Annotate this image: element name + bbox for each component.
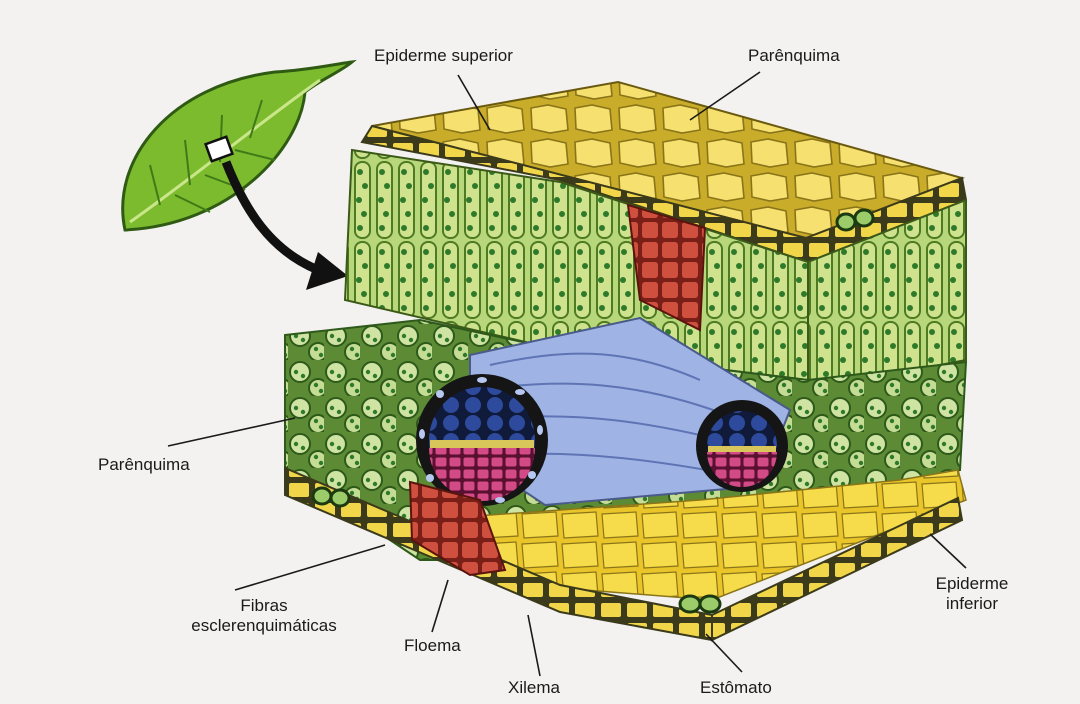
label-parenquima-top: Parênquima [748,46,840,66]
label-parenquima-left: Parênquima [98,455,190,475]
leaf-icon [123,62,352,230]
vascular-bundle-large [416,374,548,506]
label-xilema: Xilema [508,678,560,698]
label-epiderme-inferior-line2: inferior [924,594,1020,614]
label-fibras-esclerenquimaticas: Fibras esclerenquimáticas [174,596,354,636]
label-estomato: Estômato [700,678,772,698]
label-epiderme-inferior: Epiderme inferior [924,574,1020,614]
vascular-bundle-small [696,400,788,492]
label-fibras-line2: esclerenquimáticas [174,616,354,636]
label-epiderme-inferior-line1: Epiderme [924,574,1020,594]
arrow-head-icon [306,252,348,290]
label-floema: Floema [404,636,461,656]
label-epiderme-superior: Epiderme superior [374,46,513,66]
label-fibras-line1: Fibras [174,596,354,616]
